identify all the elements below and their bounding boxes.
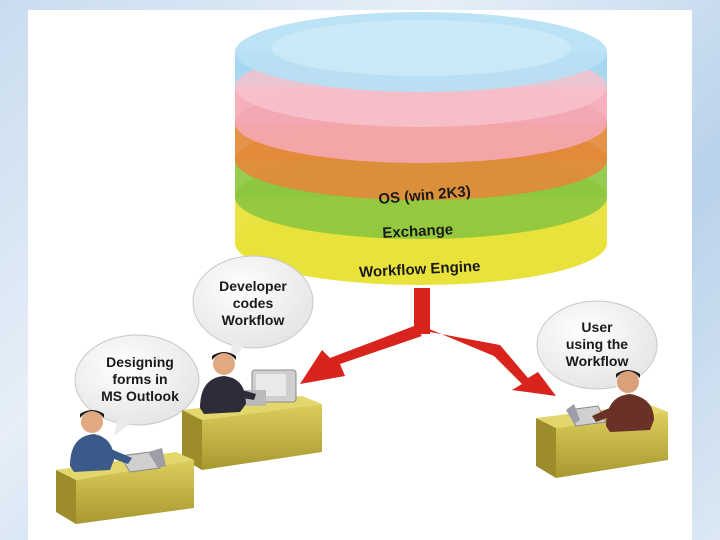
bubble-developer-line-2: codes — [233, 295, 274, 311]
bubble-designer: Designing forms in MS Outlook — [74, 334, 200, 436]
user-workstation — [536, 370, 668, 478]
bubble-user-line-1: User — [581, 319, 613, 335]
bubble-user-line-2: using the — [566, 336, 628, 352]
bubble-user: User using the Workflow — [536, 300, 658, 396]
user-figure — [592, 370, 654, 432]
arrow-left — [300, 326, 422, 384]
arrow-right — [422, 326, 556, 396]
bubble-designer-line-1: Designing — [106, 354, 174, 370]
layer-label-exchange: Exchange — [382, 221, 454, 242]
bubble-developer-line-1: Developer — [219, 278, 287, 294]
flow-arrows — [300, 288, 556, 396]
laptop-base — [119, 451, 161, 473]
designer-figure — [70, 410, 132, 472]
desk-side — [536, 418, 556, 478]
bubble-designer-line-3: MS Outlook — [101, 388, 179, 404]
desk-front — [76, 460, 194, 524]
database-stack: OS (win 2K3) Exchange Workflow Engine — [235, 12, 607, 285]
designer-workstation — [56, 410, 194, 524]
bubble-developer: Developer codes Workflow — [192, 255, 314, 360]
desk-front — [202, 404, 322, 470]
desk-side — [56, 470, 76, 524]
bubble-developer-line-3: Workflow — [222, 312, 285, 328]
desk-side — [182, 410, 202, 470]
developer-figure — [200, 352, 256, 414]
laptop-screen — [566, 404, 580, 424]
arrow-stem — [414, 288, 430, 334]
laptop-screen — [148, 448, 166, 468]
layer-blue-top — [235, 12, 607, 127]
developer-workstation — [182, 352, 322, 470]
bubble-designer-line-2: forms in — [112, 371, 167, 387]
bubble-user-line-3: Workflow — [566, 353, 629, 369]
layer-label-workflow-engine: Workflow Engine — [359, 258, 481, 281]
